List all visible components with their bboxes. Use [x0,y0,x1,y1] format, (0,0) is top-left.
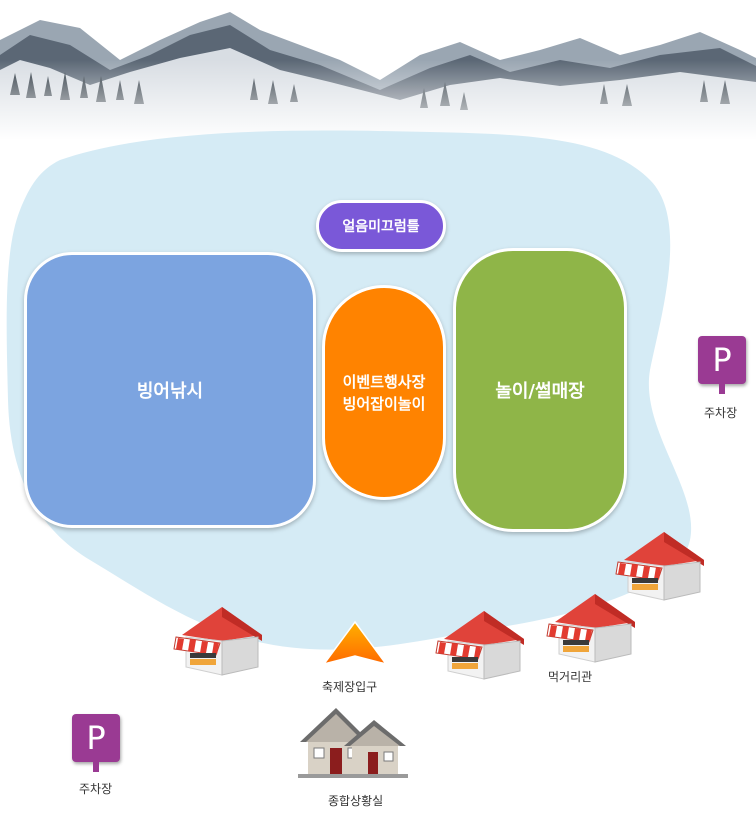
zone-ice-fishing[interactable]: 빙어낚시 [24,252,316,528]
entrance-label: 축제장입구 [322,680,378,694]
food-stall-icon[interactable] [614,522,706,604]
zone-ice-fishing-label: 빙어낚시 [136,381,204,402]
parking-icon[interactable]: P [72,714,120,772]
zone-event-hall-label: 이벤트행사장 빙어잡이놀이 [342,372,426,413]
mountain-banner-icon [0,0,756,140]
zone-ice-slide-label: 얼음미끄럼틀 [342,219,420,235]
food-stall-icon[interactable] [434,601,526,683]
zone-event-hall[interactable]: 이벤트행사장 빙어잡이놀이 [322,285,446,500]
info-center-label: 종합상황실 [328,794,384,808]
info-center-house-icon[interactable] [298,702,408,778]
food-stall-icon[interactable] [172,597,264,679]
parking-symbol: P [712,341,732,379]
zone-sled-play-area-label: 놀이/썰매장 [495,381,585,402]
zone-sled-play-area[interactable]: 놀이/썰매장 [453,248,627,532]
entrance-arrow-icon[interactable] [322,620,388,668]
parking-label: 주차장 [704,406,738,420]
zone-ice-slide[interactable]: 얼음미끄럼틀 [316,200,446,252]
parking-icon[interactable]: P [698,336,746,394]
parking-label: 주차장 [79,782,113,796]
food-court-label: 먹거리관 [548,670,593,684]
parking-symbol: P [86,719,106,757]
